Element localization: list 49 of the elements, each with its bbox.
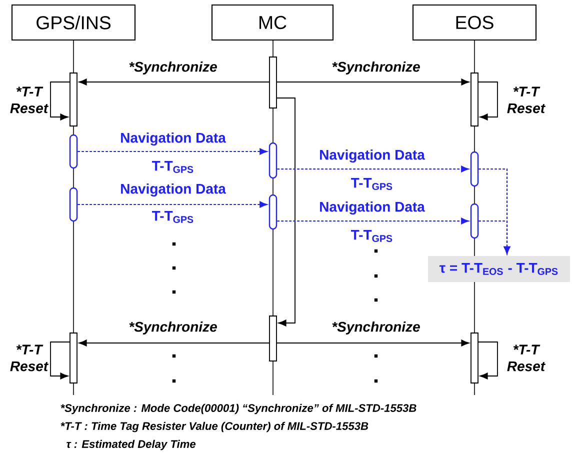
footnote: *T-T : Time Tag Resister Value (Counter) of MIL-STD-1553B [60,422,368,432]
data-label: T-T$_{GPS}$ [152,211,194,223]
participant-box: EOS [412,4,537,41]
arrow [78,201,268,208]
arrow [78,340,270,346]
edge-label: *Synchronize [127,60,219,76]
activation-bar [470,151,479,187]
footnote: τ : Estimated Delay Time [66,440,196,450]
formula-box: τ = T-T$_{EOS}$ - T-T$_{GPS}$ [428,256,570,282]
arrow [50,342,70,380]
arrow [78,148,268,155]
arrow [478,220,510,254]
activation-bar [269,56,277,108]
participant-box: GPS/INS [11,4,136,41]
activation-bar [268,194,278,230]
arrow [276,98,296,326]
activation-bar [69,187,78,222]
activation-bar [268,142,278,179]
edge-label: *T-T Reset [10,86,49,114]
data-label: T-T$_{GPS}$ [351,230,392,242]
activation-bar [470,72,478,126]
activation-bar [70,332,78,384]
edge-label: *Synchronize [330,320,422,336]
edge-label: *T-T Reset [507,344,546,372]
edge-label: Navigation Data [318,200,426,216]
edge-label: *Synchronize [330,60,422,76]
activation-bar [70,72,78,126]
activation-bar [470,332,478,384]
arrow [277,166,469,172]
arrow [478,342,498,380]
arrow [50,82,70,120]
edge-label: Navigation Data [118,182,228,198]
data-label: T-T$_{GPS}$ [152,161,194,173]
participant-box: MC [211,4,334,41]
arrow [276,340,470,346]
edge-label: Navigation Data [318,148,426,164]
footnote: *Synchronize : Mode Code(00001) “Synchronize” of MIL-STD-1553B [60,404,416,414]
edge-label: *Synchronize [127,320,219,336]
activation-bar [69,134,78,169]
activation-bar [470,203,479,239]
activation-bar [269,316,277,362]
data-label: T-T$_{GPS}$ [351,178,392,190]
arrow [277,218,469,224]
edge-label: *T-T Reset [507,86,546,114]
arrow [276,78,470,86]
arrow [478,82,498,120]
edge-label: Navigation Data [118,131,228,147]
edge-label: *T-T Reset [10,344,49,372]
arrow [78,78,270,86]
